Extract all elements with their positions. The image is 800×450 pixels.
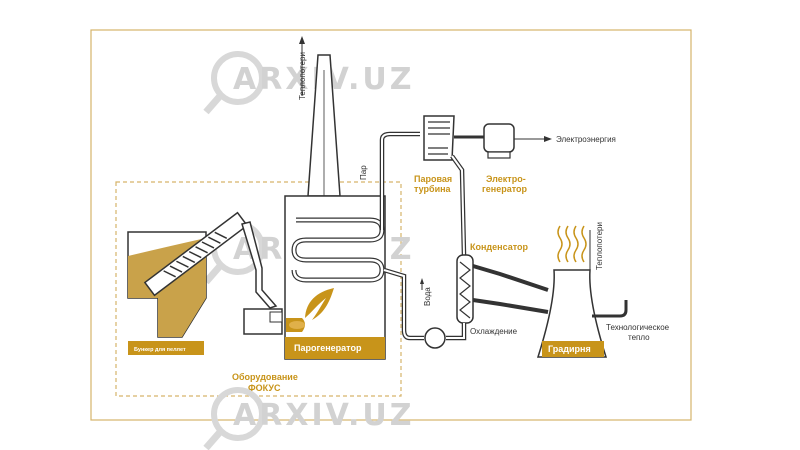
- cooling-pipe-lower: [472, 298, 549, 314]
- auger-conveyor: [143, 211, 249, 297]
- watermark-top: ARXIV.UZ: [203, 51, 411, 115]
- tech-heat-pipe: [592, 300, 628, 318]
- water-pump: [424, 327, 446, 349]
- condenser: [456, 254, 474, 324]
- equipment-label-line1: Оборудование: [232, 372, 298, 382]
- turbine-label-line1: Паровая: [414, 174, 452, 184]
- tech-heat-label-line1: Технологическое: [606, 323, 670, 332]
- burner-flame-icon: [289, 321, 305, 329]
- water-return-pipe-inner: [383, 269, 465, 339]
- equipment-boundary: [115, 181, 402, 397]
- steam-label: Пар: [359, 165, 368, 180]
- electricity-label: Электроэнергия: [556, 135, 616, 144]
- cooling-label: Охлаждение: [470, 327, 518, 336]
- water-label: Вода: [423, 287, 432, 306]
- steam-turbine: [423, 115, 455, 161]
- heat-loss-arrowhead: [299, 36, 305, 44]
- pellet-chute: [241, 221, 278, 309]
- outer-frame: [90, 29, 692, 421]
- steam-generator-label-bar: [285, 337, 385, 359]
- turbine-label-line2: турбина: [414, 184, 452, 194]
- flame-icon: [305, 288, 334, 320]
- watermark-text: ARXIV.UZ: [233, 398, 414, 433]
- cooling-tower-label: Градирня: [548, 344, 591, 354]
- watermark-bottom: ARXIV.UZ: [203, 387, 414, 450]
- heat-loss-right-label: Теплопотери: [595, 222, 604, 270]
- cooling-tower-label-bar: [542, 341, 604, 357]
- equipment-label-line2: ФОКУС: [248, 383, 281, 393]
- bunker-label-bar: [128, 341, 204, 355]
- generator-label-line1: Электро-: [486, 174, 526, 184]
- condenser-coil: [459, 261, 471, 319]
- bunker-label: Бункер для пеллет: [134, 347, 186, 353]
- steam-pipe-inner: [381, 133, 420, 230]
- water-arrowhead: [420, 278, 424, 284]
- steam-generator-label: Парогенератор: [294, 343, 362, 353]
- steam-coil-inner: [292, 218, 384, 282]
- electricity-arrowhead: [544, 136, 552, 142]
- tech-heat-label-line2: тепло: [628, 333, 650, 342]
- heat-loss-top-label: Теплопотери: [298, 52, 307, 100]
- cooling-pipe-upper: [472, 264, 549, 292]
- cooling-tower: [536, 269, 608, 358]
- feeder-port: [269, 311, 283, 323]
- generator-label-line2: генератор: [482, 184, 527, 194]
- heat-waves-icon: [557, 225, 587, 263]
- generator-base: [487, 151, 511, 159]
- turbine-blades: [428, 121, 450, 155]
- condenser-label: Конденсатор: [470, 242, 528, 252]
- electric-generator: [483, 123, 515, 153]
- turbine-exhaust-pipe-inner: [451, 155, 465, 256]
